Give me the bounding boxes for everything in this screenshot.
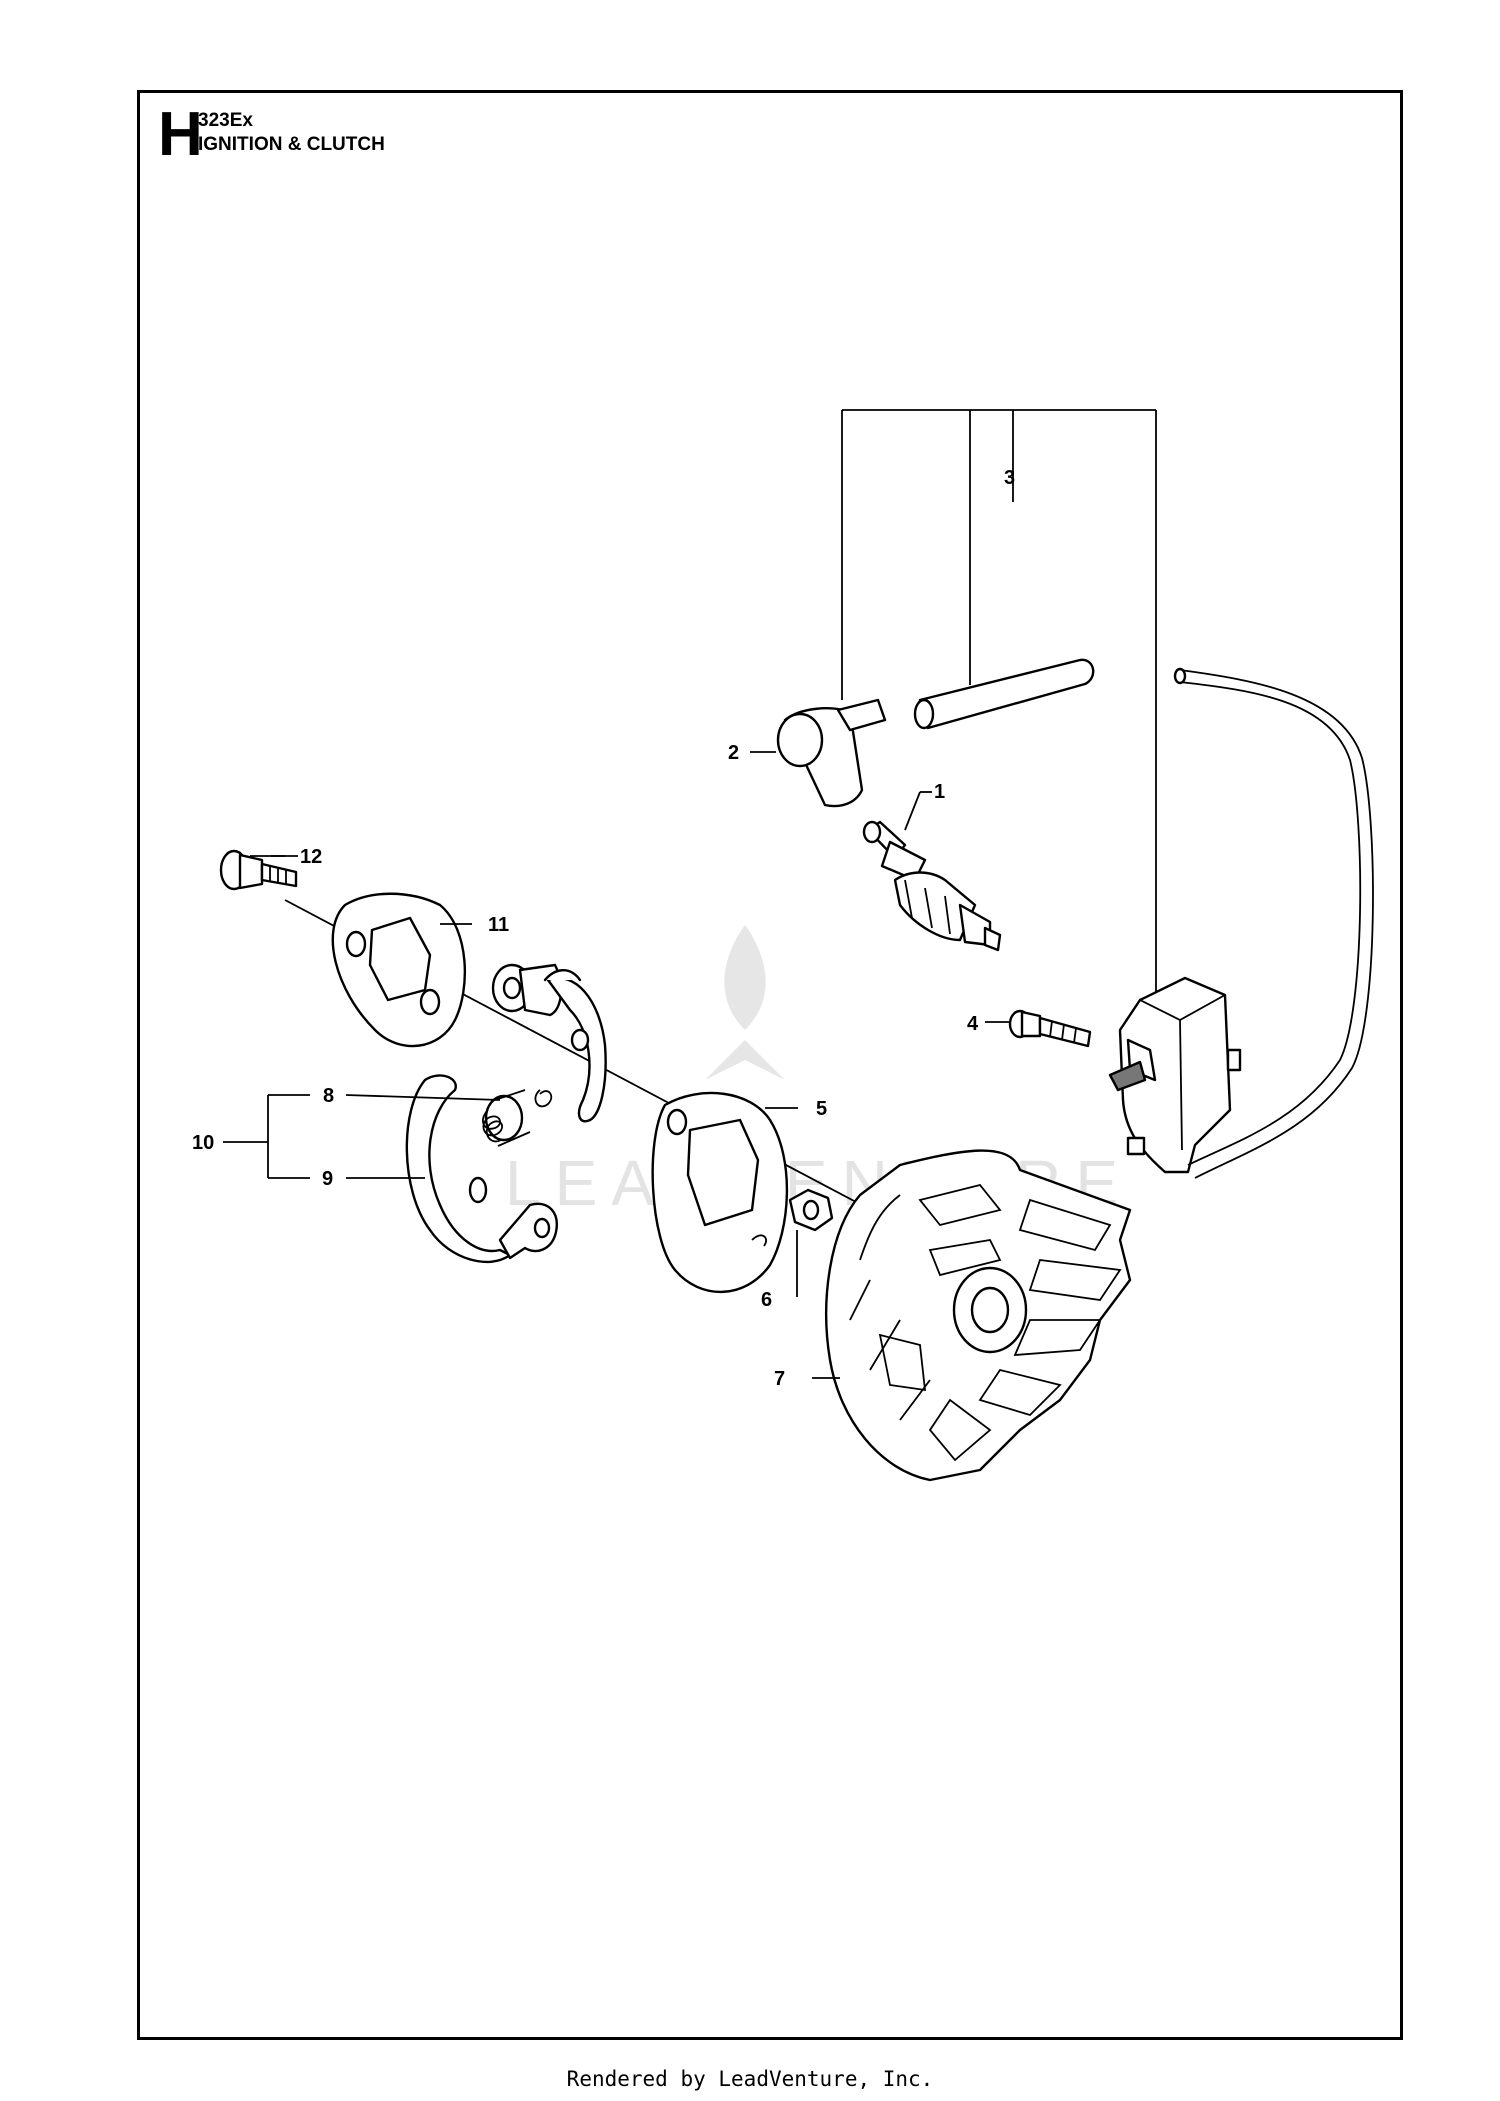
callout-labels: 1 2 3 4 5 6 7 8 9 10 11 12 <box>192 467 1015 1390</box>
callout-10-bracket <box>223 1094 310 1179</box>
part-9-clutch-shoe-lower <box>405 1074 558 1263</box>
part-1-spark-plug <box>862 791 1002 952</box>
callout-3-bracket <box>841 409 1157 1000</box>
callout-8: 8 <box>323 1085 334 1107</box>
callout-11: 11 <box>488 914 509 936</box>
part-7-flywheel <box>812 1149 1132 1482</box>
watermark-flame-logo <box>705 925 785 1080</box>
model-name: 323Ex <box>198 110 253 131</box>
section-letter: H <box>158 100 203 169</box>
callout-5: 5 <box>816 1098 827 1120</box>
part-4-screw <box>985 1009 1092 1048</box>
part-3-ignition-module <box>1108 667 1374 1179</box>
callout-1: 1 <box>934 781 945 803</box>
callout-7: 7 <box>774 1368 785 1390</box>
part-2-spark-plug-cap <box>750 698 887 808</box>
section-title: IGNITION & CLUTCH <box>198 134 385 155</box>
diagram-frame <box>137 90 1403 2040</box>
footer-credit: Rendered by LeadVenture, Inc. <box>566 2067 934 2091</box>
callout-6: 6 <box>761 1289 772 1311</box>
callout-4: 4 <box>967 1013 979 1035</box>
callout-3: 3 <box>1004 467 1015 489</box>
part-8-clutch-spring <box>482 1089 553 1147</box>
callout-12: 12 <box>300 846 322 868</box>
clutch-shoe-upper <box>491 963 607 1123</box>
leader-lines <box>250 855 501 1179</box>
part-3-lead-tube <box>913 658 1095 730</box>
part-11-clutch-plate <box>331 892 472 1048</box>
part-6-nut <box>788 1188 834 1297</box>
part-12-shoulder-bolt <box>219 849 298 891</box>
callout-10: 10 <box>192 1132 214 1154</box>
part-5-clutch-plate <box>651 1091 798 1294</box>
callout-9: 9 <box>322 1168 333 1190</box>
callout-2: 2 <box>728 742 739 764</box>
